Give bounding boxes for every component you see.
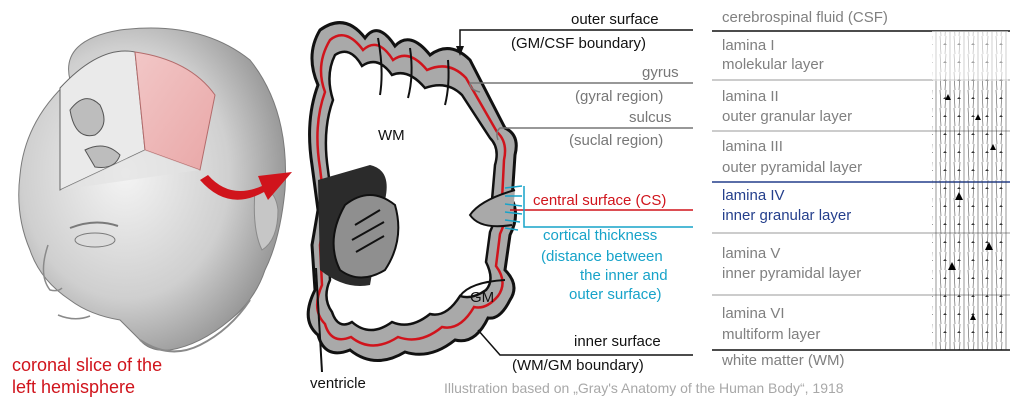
lamina-1-name: lamina I	[722, 38, 775, 53]
wm-label: WM	[378, 128, 405, 143]
lamina-4-desc: inner granular layer	[722, 208, 851, 223]
lamina-3-name: lamina III	[722, 139, 783, 154]
illustration-credit: Illustration based on „Gray's Anatomy of…	[444, 381, 844, 395]
white-matter-label: white matter (WM)	[722, 353, 845, 368]
cortical-thickness-line-4: outer surface)	[569, 287, 662, 302]
suclal-region-label: (suclal region)	[569, 133, 663, 148]
wm-gm-boundary-label: (WM/GM boundary)	[512, 358, 644, 373]
sulcus-label: sulcus	[629, 110, 672, 125]
brain-slice	[308, 23, 522, 372]
cortical-thickness-line-2: (distance between	[541, 249, 663, 264]
gm-label: GM	[470, 290, 494, 305]
lamina-4-name: lamina IV	[722, 188, 785, 203]
central-surface-label: central surface (CS)	[533, 193, 666, 208]
lamina-5-desc: inner pyramidal layer	[722, 266, 861, 281]
ventricle-label: ventricle	[310, 376, 366, 391]
lamina-1-desc: molekular layer	[722, 57, 824, 72]
caption-line-2: left hemisphere	[12, 377, 135, 397]
outer-surface-label: outer surface	[571, 12, 659, 27]
lamina-3-desc: outer pyramidal layer	[722, 160, 862, 175]
lamina-2-desc: outer granular layer	[722, 109, 852, 124]
cortical-thickness-label: cortical thickness	[543, 228, 657, 243]
head-illustration	[19, 28, 286, 351]
gyral-region-label: (gyral region)	[575, 89, 663, 104]
csf-label: cerebrospinal fluid (CSF)	[722, 10, 888, 25]
cortical-thickness-line-3: the inner and	[580, 268, 668, 283]
inner-surface-label: inner surface	[574, 334, 661, 349]
lamina-5-name: lamina V	[722, 246, 780, 261]
caption-line-1: coronal slice of the	[12, 355, 162, 375]
head-caption: coronal slice of the left hemisphere	[12, 354, 242, 398]
histology-column	[932, 31, 1008, 350]
lamina-6-name: lamina VI	[722, 306, 785, 321]
lamina-6-desc: multiform layer	[722, 327, 820, 342]
lamina-2-name: lamina II	[722, 89, 779, 104]
gm-csf-boundary-label: (GM/CSF boundary)	[511, 36, 646, 51]
gyrus-label: gyrus	[642, 65, 679, 80]
